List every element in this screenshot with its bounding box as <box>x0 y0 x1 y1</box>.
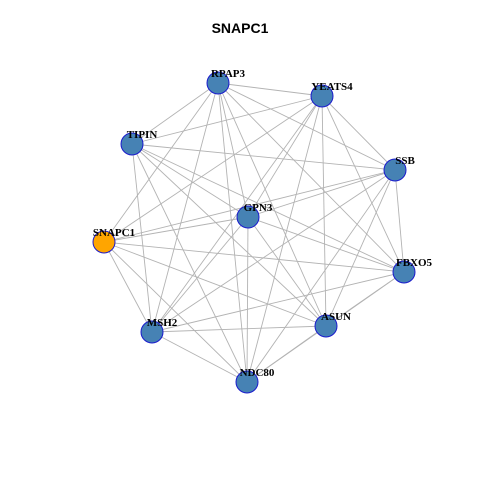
node-label-fbxo5: FBXO5 <box>396 257 433 269</box>
edge-tipin-ssb <box>131 143 396 171</box>
edge-rpap3-asun <box>217 82 327 327</box>
graph-title: SNAPC1 <box>211 20 269 36</box>
edge-rpap3-ndc80 <box>217 82 248 383</box>
edge-msh2-asun <box>151 325 327 333</box>
node-label-ssb: SSB <box>395 155 415 167</box>
edge-ssb-gpn3 <box>247 169 396 218</box>
edge-snapc1-asun <box>103 241 327 327</box>
node-ndc80[interactable] <box>235 370 259 394</box>
edge-msh2-ndc80 <box>151 331 248 383</box>
edge-gpn3-fbxo5 <box>247 216 405 273</box>
edge-ssb-ndc80 <box>246 169 396 383</box>
edge-yeats4-gpn3 <box>247 95 323 218</box>
edge-gpn3-asun <box>247 216 327 327</box>
node-label-yeats4: YEATS4 <box>311 81 353 93</box>
node-snapc1[interactable] <box>92 230 116 254</box>
edge-gpn3-ndc80 <box>246 216 249 383</box>
edge-snapc1-msh2 <box>103 241 153 333</box>
edge-rpap3-gpn3 <box>217 82 249 218</box>
edge-gpn3-msh2 <box>151 216 249 333</box>
edge-tipin-gpn3 <box>131 143 249 218</box>
node-fbxo5[interactable] <box>392 260 416 284</box>
edge-yeats4-fbxo5 <box>321 95 405 273</box>
edge-tipin-asun <box>131 143 327 327</box>
edge-tipin-ndc80 <box>131 143 248 383</box>
node-tipin[interactable] <box>120 132 144 156</box>
edge-yeats4-snapc1 <box>103 95 323 243</box>
edge-rpap3-ssb <box>217 82 396 171</box>
node-msh2[interactable] <box>140 320 164 344</box>
edge-rpap3-yeats4 <box>217 82 323 97</box>
edge-tipin-fbxo5 <box>131 143 405 273</box>
node-label-gpn3: GPN3 <box>244 202 273 214</box>
edge-layer <box>103 82 405 383</box>
edge-ssb-msh2 <box>151 169 396 333</box>
node-asun[interactable] <box>314 314 338 338</box>
edge-ssb-fbxo5 <box>394 169 405 273</box>
node-label-tipin: TIPIN <box>127 129 158 141</box>
edge-fbxo5-msh2 <box>151 271 405 333</box>
edge-gpn3-snapc1 <box>103 216 249 243</box>
node-ssb[interactable] <box>383 158 407 182</box>
edge-yeats4-ssb <box>321 95 396 171</box>
edge-yeats4-asun <box>321 95 327 327</box>
edge-yeats4-ndc80 <box>246 95 323 383</box>
node-rpap3[interactable] <box>206 71 230 95</box>
node-label-ndc80: NDC80 <box>240 367 275 379</box>
edge-tipin-msh2 <box>131 143 153 333</box>
node-label-asun: ASUN <box>321 311 351 323</box>
edge-rpap3-msh2 <box>151 82 219 333</box>
edge-yeats4-tipin <box>131 95 323 145</box>
edge-snapc1-fbxo5 <box>103 241 405 273</box>
edge-snapc1-ndc80 <box>103 241 248 383</box>
node-label-snapc1: SNAPC1 <box>93 227 135 239</box>
edge-asun-ndc80 <box>246 325 327 383</box>
node-yeats4[interactable] <box>310 84 334 108</box>
node-label-rpap3: RPAP3 <box>211 68 246 80</box>
node-gpn3[interactable] <box>236 205 260 229</box>
edge-rpap3-tipin <box>131 82 219 145</box>
edge-ssb-asun <box>325 169 396 327</box>
node-label-msh2: MSH2 <box>147 317 178 329</box>
